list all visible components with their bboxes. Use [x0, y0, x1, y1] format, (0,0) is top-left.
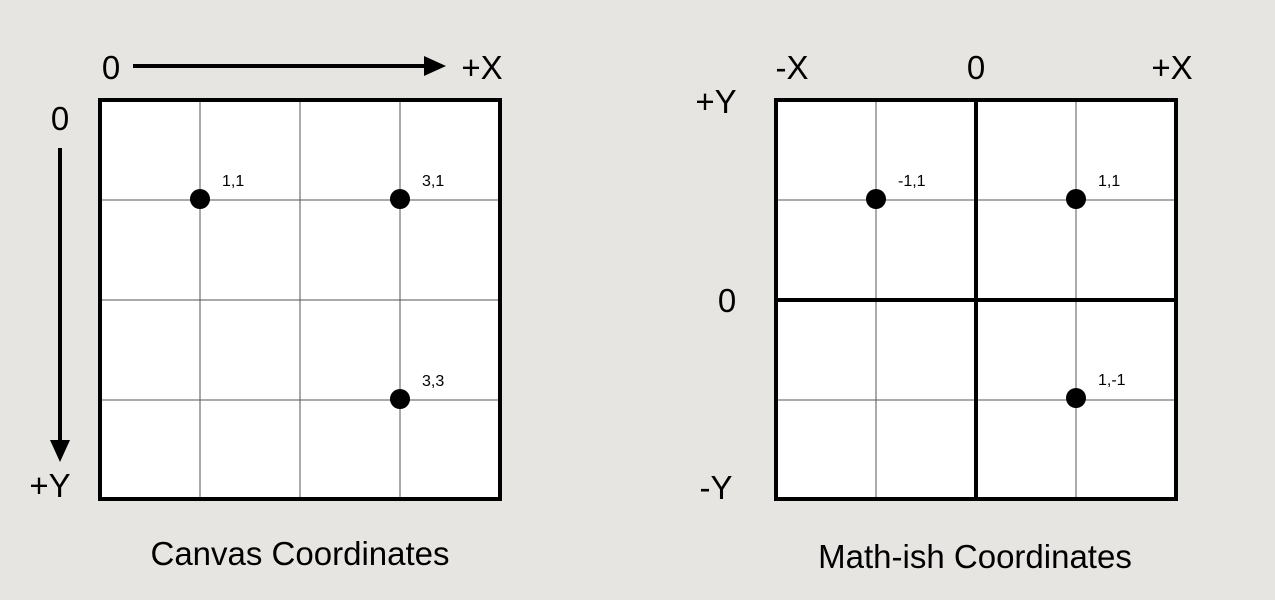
canvas-y-arrowhead-icon — [50, 440, 70, 462]
math-point-3 — [1066, 388, 1086, 408]
math-caption: Math-ish Coordinates — [818, 538, 1132, 575]
math-point-1 — [866, 189, 886, 209]
math-x-positive-label: +X — [1151, 49, 1192, 86]
canvas-point-label-2: 3,1 — [422, 173, 444, 190]
canvas-point-label-1: 1,1 — [222, 173, 244, 190]
canvas-point-3 — [390, 389, 410, 409]
math-y-origin-label: 0 — [718, 282, 736, 319]
math-grid-border — [774, 98, 1178, 501]
canvas-grid-lines — [100, 100, 500, 499]
math-points: -1,1 1,1 1,-1 — [866, 173, 1126, 408]
canvas-point-1 — [190, 189, 210, 209]
canvas-points: 1,1 3,1 3,3 — [190, 173, 444, 409]
math-point-label-2: 1,1 — [1098, 173, 1120, 190]
math-point-2 — [1066, 189, 1086, 209]
math-y-negative-label: -Y — [700, 469, 733, 506]
canvas-x-arrowhead-icon — [424, 56, 446, 76]
canvas-y-origin-label: 0 — [51, 100, 69, 137]
canvas-caption: Canvas Coordinates — [151, 535, 450, 572]
math-point-label-1: -1,1 — [898, 173, 926, 190]
canvas-coordinates-panel: 0 +X 0 +Y 1,1 3,1 3,3 Canvas Coordinates — [29, 49, 502, 572]
math-coordinates-panel: -X 0 +X +Y 0 -Y -1,1 1,1 1,-1 Math-ish Coo… — [695, 49, 1192, 575]
canvas-y-positive-label: +Y — [29, 467, 70, 504]
canvas-x-positive-label: +X — [461, 49, 502, 86]
canvas-x-origin-label: 0 — [102, 49, 120, 86]
math-x-origin-label: 0 — [967, 49, 985, 86]
math-y-positive-label: +Y — [695, 83, 736, 120]
math-x-negative-label: -X — [776, 49, 809, 86]
canvas-point-2 — [390, 189, 410, 209]
canvas-grid-border — [98, 98, 502, 501]
math-point-label-3: 1,-1 — [1098, 372, 1126, 389]
canvas-point-label-3: 3,3 — [422, 373, 444, 390]
